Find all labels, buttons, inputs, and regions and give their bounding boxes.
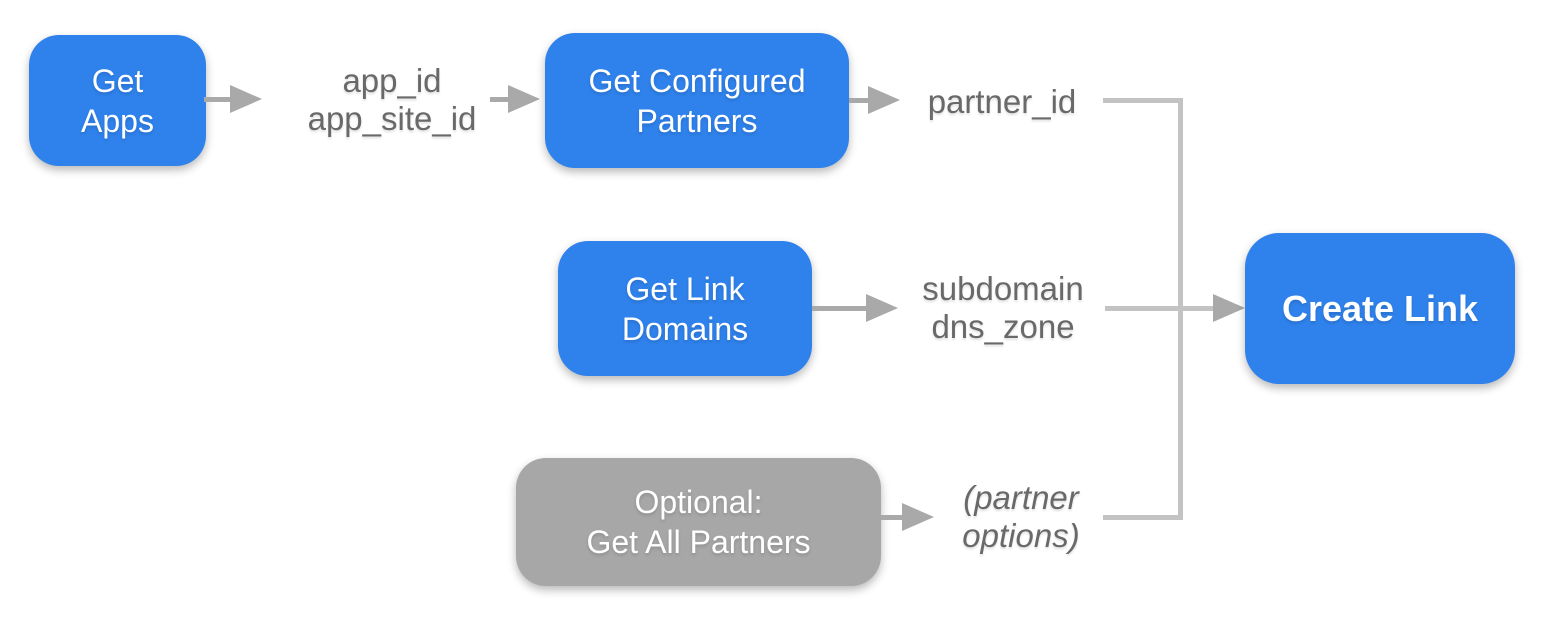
node-get-apps: Get Apps [29,35,206,166]
arrow-link-domains-to-subdomain-icon [812,294,898,322]
label-partner-options: (partner options) [962,479,1080,554]
node-get-link-domains: Get Link Domains [558,241,812,376]
arrow-head-icon [868,86,900,114]
arrow-tail [849,97,868,103]
arrow-get-apps-to-app-ids-icon [204,85,262,113]
connector-partner-id-line [1103,98,1183,103]
arrow-tail [812,305,866,311]
arrow-tail [204,96,230,102]
arrow-head-icon [902,503,934,531]
arrow-tail [881,514,902,520]
arrow-head-icon [866,294,898,322]
label-app-ids: app_id app_site_id [307,62,477,137]
node-get-configured-partners: Get Configured Partners [545,33,849,168]
arrow-head-icon [1213,294,1245,322]
arrow-head-icon [230,85,262,113]
arrow-head-icon [508,85,540,113]
label-subdomain-dns-zone: subdomain dns_zone [922,270,1084,345]
node-create-link: Create Link [1245,233,1515,384]
arrow-app-ids-to-configured-partners-icon [490,85,540,113]
arrow-into-create-link-icon [1213,294,1245,322]
arrow-configured-partners-to-partner-id-icon [849,86,900,114]
connector-to-create-link-line [1105,306,1215,311]
node-get-all-partners-optional: Optional: Get All Partners [516,458,881,586]
label-partner-id: partner_id [927,83,1077,120]
connector-partner-options-line [1103,515,1183,520]
arrow-tail [490,96,508,102]
arrow-all-partners-to-options-icon [881,503,934,531]
